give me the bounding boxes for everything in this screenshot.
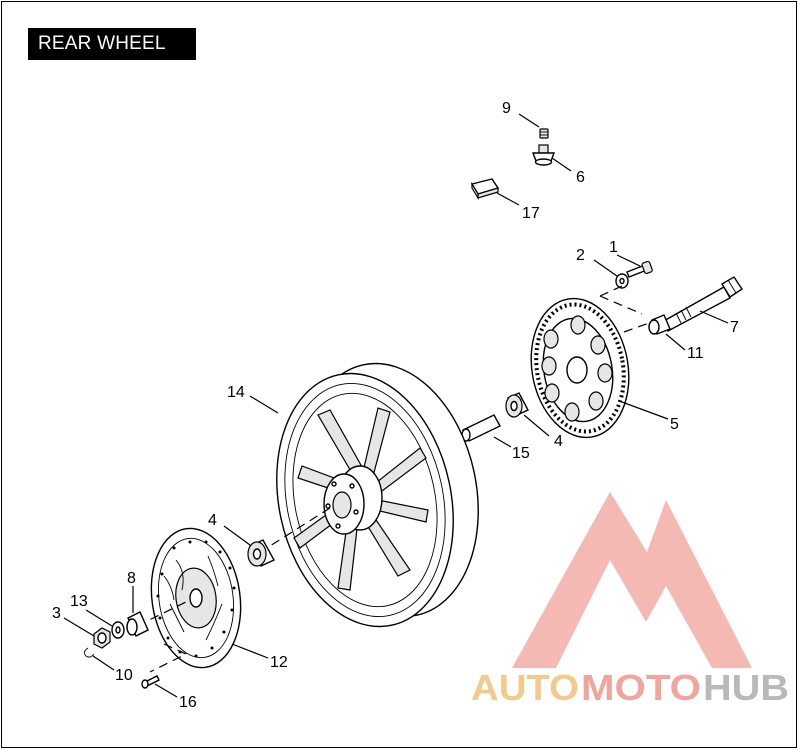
bearing-left bbox=[247, 539, 275, 567]
callout-7: 7 bbox=[730, 319, 739, 336]
leader-lines bbox=[63, 113, 729, 698]
watermark-triangle-inner bbox=[584, 605, 640, 655]
callout-4-right: 4 bbox=[554, 433, 563, 450]
callout-2: 2 bbox=[576, 247, 585, 264]
watermark-word-auto: AUTO bbox=[471, 667, 579, 708]
watermark-wordmark: AUTO MOTO HUB bbox=[471, 667, 789, 708]
bearing-right bbox=[505, 392, 529, 418]
rear-pulley bbox=[530, 297, 630, 439]
callout-9: 9 bbox=[502, 100, 511, 117]
callout-11: 11 bbox=[687, 345, 704, 362]
valve-stem bbox=[531, 144, 556, 166]
pulley-washer bbox=[615, 273, 629, 289]
valve-core bbox=[539, 128, 549, 139]
watermark-word-moto: MOTO bbox=[581, 667, 701, 708]
rear-wheel bbox=[276, 362, 479, 628]
callout-10: 10 bbox=[115, 667, 133, 684]
disc-bolt bbox=[141, 675, 160, 689]
callout-1: 1 bbox=[609, 239, 618, 256]
page-title: REAR WHEEL bbox=[28, 28, 196, 60]
callout-17: 17 bbox=[522, 205, 540, 222]
callout-4-left: 4 bbox=[208, 512, 217, 529]
axle-nut bbox=[93, 627, 111, 649]
axle-spacer bbox=[648, 314, 671, 335]
pulley-bolt bbox=[626, 260, 653, 278]
callout-12: 12 bbox=[270, 654, 288, 671]
rear-axle bbox=[660, 276, 743, 332]
callout-13: 13 bbox=[70, 593, 88, 610]
callout-3: 3 bbox=[52, 605, 61, 622]
callout-14: 14 bbox=[227, 384, 245, 401]
axle-washer bbox=[111, 621, 125, 639]
left-axle-spacer bbox=[126, 611, 149, 637]
brake-disc bbox=[150, 527, 242, 669]
spacer-sleeve bbox=[461, 414, 501, 442]
callout-6: 6 bbox=[576, 169, 585, 186]
callout-8: 8 bbox=[127, 570, 136, 587]
watermark-word-hub: HUB bbox=[703, 667, 789, 708]
callout-5: 5 bbox=[670, 416, 679, 433]
cotter-pin bbox=[83, 647, 95, 658]
watermark-logo bbox=[512, 492, 752, 668]
callout-labels: 1 2 3 4 4 5 6 7 8 9 10 11 12 13 14 15 16… bbox=[52, 100, 739, 711]
balance-weight bbox=[470, 178, 500, 201]
callout-15: 15 bbox=[512, 445, 530, 462]
watermark-triangle bbox=[512, 492, 752, 668]
callout-16: 16 bbox=[179, 694, 197, 711]
